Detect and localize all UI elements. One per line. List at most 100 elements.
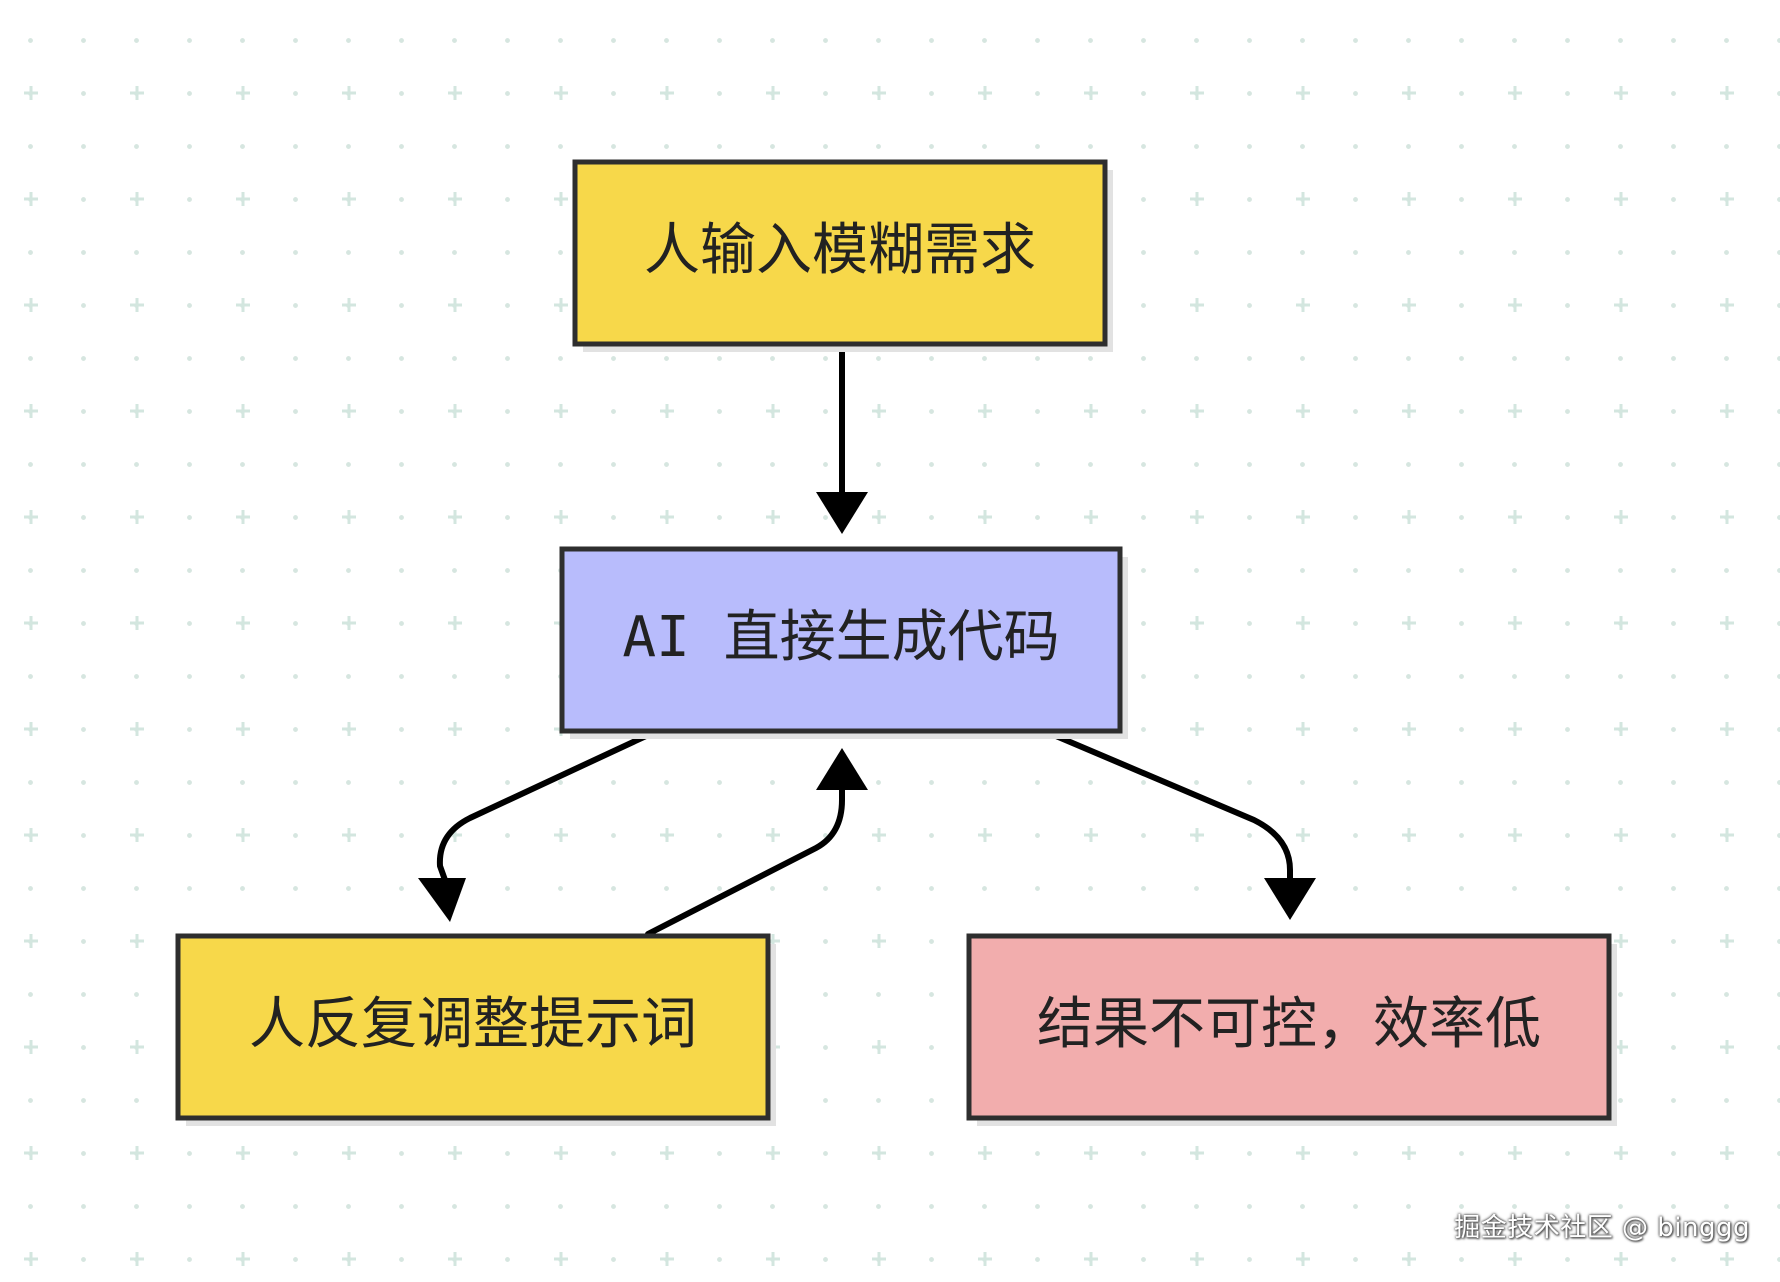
grid-plus-icon [24, 616, 38, 630]
grid-plus-icon [1296, 828, 1310, 842]
node-adjust-prompt: 人反复调整提示词 [175, 933, 776, 1126]
grid-plus-icon [1720, 722, 1734, 736]
grid-plus-icon [872, 934, 886, 948]
grid-plus-icon [130, 1040, 144, 1054]
grid-plus-icon [1614, 404, 1628, 418]
grid-plus-icon [872, 1252, 886, 1266]
grid-plus-icon [1084, 1146, 1098, 1160]
grid-plus-icon [554, 86, 568, 100]
grid-plus-icon [24, 86, 38, 100]
grid-plus-icon [1402, 510, 1416, 524]
grid-plus-icon [1720, 828, 1734, 842]
grid-plus-icon [130, 722, 144, 736]
grid-plus-icon [1508, 1146, 1522, 1160]
grid-plus-icon [1614, 1146, 1628, 1160]
edge-ai-to-result [1053, 733, 1293, 883]
edge-ai-to-adjust [436, 733, 649, 883]
node-result: 结果不可控，效率低 [966, 933, 1617, 1126]
grid-plus-icon [24, 1146, 38, 1160]
grid-plus-icon [1720, 192, 1734, 206]
grid-plus-icon [342, 510, 356, 524]
grid-plus-icon [1190, 616, 1204, 630]
grid-plus-icon [24, 722, 38, 736]
grid-plus-icon [1402, 828, 1416, 842]
grid-plus-icon [1190, 298, 1204, 312]
grid-plus-icon [236, 404, 250, 418]
grid-plus-icon [448, 722, 462, 736]
grid-plus-icon [448, 1252, 462, 1266]
grid-plus-icon [1614, 722, 1628, 736]
grid-plus-icon [978, 1252, 992, 1266]
grid-plus-icon [554, 192, 568, 206]
grid-plus-icon [1402, 86, 1416, 100]
grid-plus-icon [1508, 510, 1522, 524]
grid-plus-icon [1084, 510, 1098, 524]
grid-plus-icon [1720, 934, 1734, 948]
grid-plus-icon [660, 1146, 674, 1160]
grid-plus-icon [130, 934, 144, 948]
grid-plus-icon [766, 86, 780, 100]
node-fuzzy-request: 人输入模糊需求 [572, 159, 1113, 352]
grid-plus-icon [1084, 404, 1098, 418]
grid-plus-icon [448, 404, 462, 418]
grid-plus-icon [1720, 510, 1734, 524]
grid-plus-icon [1084, 828, 1098, 842]
grid-plus-icon [130, 1146, 144, 1160]
grid-plus-icon [24, 192, 38, 206]
grid-plus-icon [978, 1146, 992, 1160]
grid-plus-icon [448, 298, 462, 312]
grid-plus-icon [1296, 1252, 1310, 1266]
grid-plus-icon [1720, 1146, 1734, 1160]
grid-plus-icon [448, 192, 462, 206]
grid-plus-icon [448, 86, 462, 100]
node-label: 人输入模糊需求 [644, 218, 1036, 283]
grid-plus-icon [1402, 1252, 1416, 1266]
grid-plus-icon [130, 404, 144, 418]
grid-plus-icon [1402, 192, 1416, 206]
grid-plus-icon [1720, 616, 1734, 630]
grid-plus-icon [448, 1146, 462, 1160]
arrowhead-adjust-to-ai [816, 748, 868, 790]
grid-plus-icon [236, 510, 250, 524]
grid-plus-icon [24, 828, 38, 842]
grid-plus-icon [978, 86, 992, 100]
grid-plus-icon [1190, 404, 1204, 418]
grid-plus-icon [448, 510, 462, 524]
grid-plus-icon [130, 86, 144, 100]
grid-plus-icon [872, 404, 886, 418]
grid-plus-icon [130, 298, 144, 312]
grid-plus-icon [342, 1252, 356, 1266]
grid-plus-icon [978, 828, 992, 842]
grid-plus-icon [1720, 404, 1734, 418]
grid-plus-icon [872, 86, 886, 100]
grid-plus-icon [1614, 616, 1628, 630]
grid-plus-icon [130, 192, 144, 206]
grid-plus-icon [766, 828, 780, 842]
grid-plus-icon [342, 828, 356, 842]
grid-plus-icon [1190, 510, 1204, 524]
grid-plus-icon [236, 1146, 250, 1160]
grid-plus-icon [236, 298, 250, 312]
grid-plus-icon [342, 616, 356, 630]
grid-plus-icon [1402, 404, 1416, 418]
grid-plus-icon [660, 86, 674, 100]
grid-plus-icon [1720, 86, 1734, 100]
grid-plus-icon [766, 1146, 780, 1160]
grid-plus-icon [872, 1040, 886, 1054]
grid-plus-icon [448, 616, 462, 630]
grid-plus-icon [1508, 616, 1522, 630]
grid-plus-icon [130, 828, 144, 842]
grid-plus-icon [1508, 298, 1522, 312]
node-label: 人反复调整提示词 [249, 992, 697, 1057]
grid-plus-icon [660, 828, 674, 842]
grid-plus-icon [1190, 192, 1204, 206]
node-ai-generate: AI 直接生成代码 [559, 546, 1128, 739]
grid-plus-icon [872, 510, 886, 524]
grid-plus-icon [1402, 298, 1416, 312]
grid-plus-icon [342, 298, 356, 312]
node-label: 结果不可控，效率低 [1037, 992, 1541, 1057]
grid-plus-icon [1296, 510, 1310, 524]
grid-plus-icon [1296, 86, 1310, 100]
